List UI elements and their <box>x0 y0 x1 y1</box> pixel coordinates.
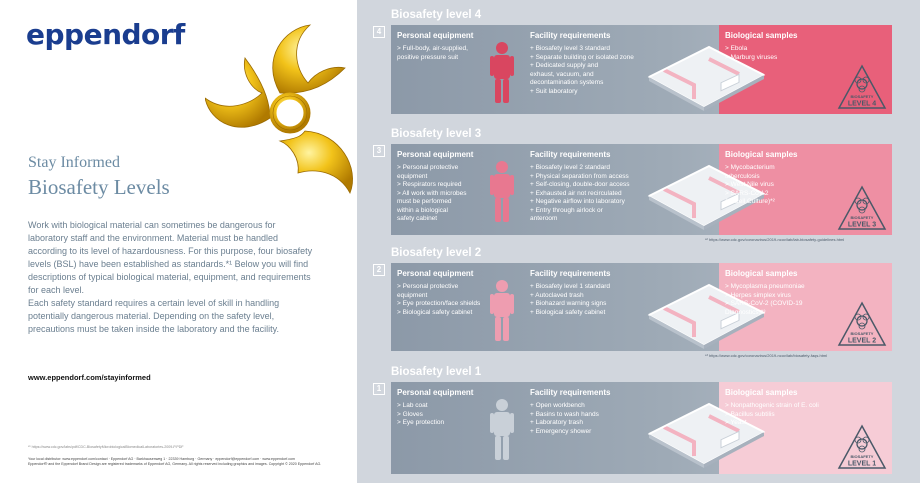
levels-panel: 4 Biosafety level 4 Personal equipment >… <box>357 0 920 483</box>
lab-floorplan-illustration <box>647 45 766 111</box>
biohazard-3d-icon <box>205 24 353 194</box>
level-title: Biosafety level 3 <box>391 128 482 140</box>
level-number-badge: 4 <box>373 26 385 38</box>
biosafety-level-badge: BIOSAFETY LEVEL 1 <box>837 424 887 469</box>
biological-samples-list: > Ebola > Marburg viruses <box>725 45 778 61</box>
level-number-badge: 1 <box>373 383 385 395</box>
facility-requirements-list: + Biosafety level 2 standard + Physical … <box>530 164 630 222</box>
biological-samples-header: Biological samples <box>725 269 798 278</box>
personal-equipment-list: > Lab coat > Gloves > Eye protection <box>397 402 445 426</box>
facility-requirements-list: + Biosafety level 1 standard + Autoclave… <box>530 283 611 316</box>
personal-equipment-header: Personal equipment <box>397 31 474 40</box>
facility-requirements-list: + Biosafety level 3 standard + Separate … <box>530 45 634 95</box>
personal-equipment-list: > Personal protective equipment > Respir… <box>397 164 467 222</box>
level-band: Personal equipment > Personal protective… <box>391 263 892 351</box>
personal-equipment-list: > Personal protective equipment > Eye pr… <box>397 283 481 316</box>
level-number-badge: 2 <box>373 264 385 276</box>
person-suit-icon <box>490 399 514 460</box>
source-url[interactable]: *³ https://www.cdc.gov/coronavirus/2019-… <box>705 353 828 358</box>
level-title: Biosafety level 2 <box>391 247 482 259</box>
intro-paragraph-2: Each safety standard requires a certain … <box>28 298 280 334</box>
badge-caption: BIOSAFETY <box>851 331 874 336</box>
source-url[interactable]: *² https://www.cdc.gov/coronavirus/2019-… <box>705 237 845 242</box>
badge-level: LEVEL 4 <box>848 101 876 108</box>
personal-equipment-header: Personal equipment <box>397 150 474 159</box>
legal-text: Your local distributor: www.eppendorf.co… <box>28 457 322 466</box>
biosafety-level-badge: BIOSAFETY LEVEL 3 <box>837 185 887 230</box>
biological-samples-list: > Mycoplasma pneumoniae > Herpes simplex… <box>725 283 805 316</box>
level-title: Biosafety level 1 <box>391 366 482 378</box>
facility-requirements-header: Facility requirements <box>530 388 611 397</box>
kicker-text: Stay Informed <box>28 154 120 171</box>
biosafety-level-badge: BIOSAFETY LEVEL 4 <box>837 64 887 109</box>
intro-paragraph-1: Work with biological material can someti… <box>28 220 313 295</box>
lab-floorplan-illustration <box>647 283 766 349</box>
badge-caption: BIOSAFETY <box>851 215 874 220</box>
biological-samples-list: > Mycobacterium tuberculosis > West Nile… <box>725 164 775 205</box>
footnote: *¹ https://www.cdc.gov/labs/pdf/CDC-Bios… <box>28 445 184 449</box>
website-link[interactable]: www.eppendorf.com/stayinformed <box>28 373 151 382</box>
badge-caption: BIOSAFETY <box>851 94 874 99</box>
badge-level: LEVEL 3 <box>848 222 876 229</box>
level-title: Biosafety level 4 <box>391 9 482 21</box>
facility-requirements-header: Facility requirements <box>530 269 611 278</box>
biological-samples-header: Biological samples <box>725 31 798 40</box>
personal-equipment-header: Personal equipment <box>397 388 474 397</box>
level-band: Personal equipment > Lab coat > Gloves >… <box>391 382 892 474</box>
person-suit-icon <box>490 280 514 341</box>
level-band: Personal equipment > Full-body, air-supp… <box>391 25 892 114</box>
facility-requirements-header: Facility requirements <box>530 31 611 40</box>
badge-level: LEVEL 2 <box>848 338 876 345</box>
eppendorf-logo: eppendorf <box>26 18 185 51</box>
person-suit-icon <box>490 42 514 103</box>
lab-floorplan-illustration <box>647 164 766 230</box>
biological-samples-header: Biological samples <box>725 150 798 159</box>
biological-samples-header: Biological samples <box>725 388 798 397</box>
personal-equipment-header: Personal equipment <box>397 269 474 278</box>
facility-requirements-list: + Open workbench + Basins to wash hands … <box>530 402 599 435</box>
level-band: Personal equipment > Personal protective… <box>391 144 892 235</box>
biological-samples-list: > Nonpathogenic strain of E. coli > Baci… <box>725 402 819 426</box>
biosafety-level-badge: BIOSAFETY LEVEL 2 <box>837 301 887 346</box>
level-number-badge: 3 <box>373 145 385 157</box>
badge-level: LEVEL 1 <box>848 461 876 468</box>
person-suit-icon <box>490 161 514 222</box>
facility-requirements-header: Facility requirements <box>530 150 611 159</box>
badge-caption: BIOSAFETY <box>851 454 874 459</box>
lab-floorplan-illustration <box>647 402 766 468</box>
intro-column: eppendorf Stay Informed Biosafet <box>0 0 357 483</box>
personal-equipment-list: > Full-body, air-supplied, positive pres… <box>397 45 468 61</box>
page-title: Biosafety Levels <box>28 175 170 199</box>
